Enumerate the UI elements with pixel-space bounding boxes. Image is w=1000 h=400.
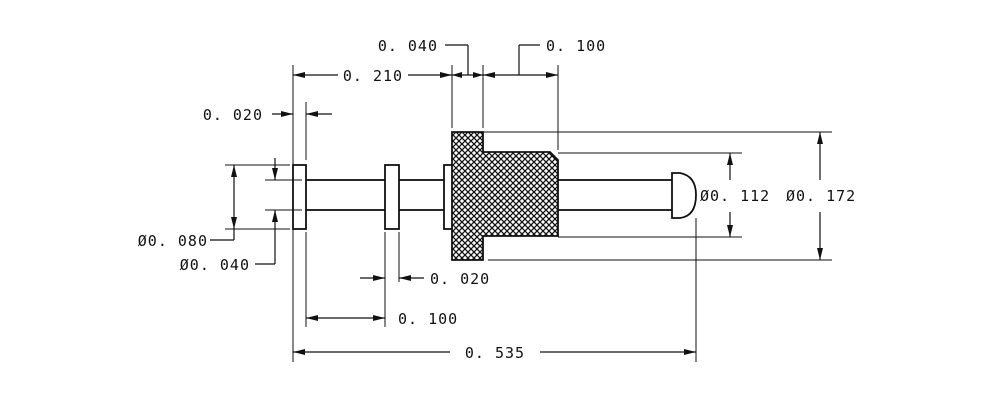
dim-label-0535: 0. 535 (465, 344, 525, 362)
dim-label-dia-0040: Ø0. 040 (180, 256, 250, 274)
dim-label-0100-bottom: 0. 100 (398, 310, 458, 328)
dome-tip (671, 172, 697, 219)
dim-label-0040-top: 0. 040 (378, 37, 438, 55)
dim-label-0210: 0. 210 (343, 67, 403, 85)
pin-part (292, 131, 697, 261)
dim-label-0100-top: 0. 100 (546, 37, 606, 55)
dimension-labels: 0. 040 0. 100 0. 210 0. 020 Ø0. 080 Ø0. … (138, 37, 856, 362)
dimension-lines (210, 44, 823, 355)
dim-label-dia-0080: Ø0. 080 (138, 232, 208, 250)
dim-label-dia-0112: Ø0. 112 (700, 187, 770, 205)
dim-label-0020-bottom: 0. 020 (430, 270, 490, 288)
dim-label-0020-left: 0. 020 (203, 106, 263, 124)
dim-label-dia-0172: Ø0. 172 (786, 187, 856, 205)
knurled-head (451, 131, 559, 261)
collar-middle (384, 164, 400, 230)
collar-left (292, 164, 307, 230)
